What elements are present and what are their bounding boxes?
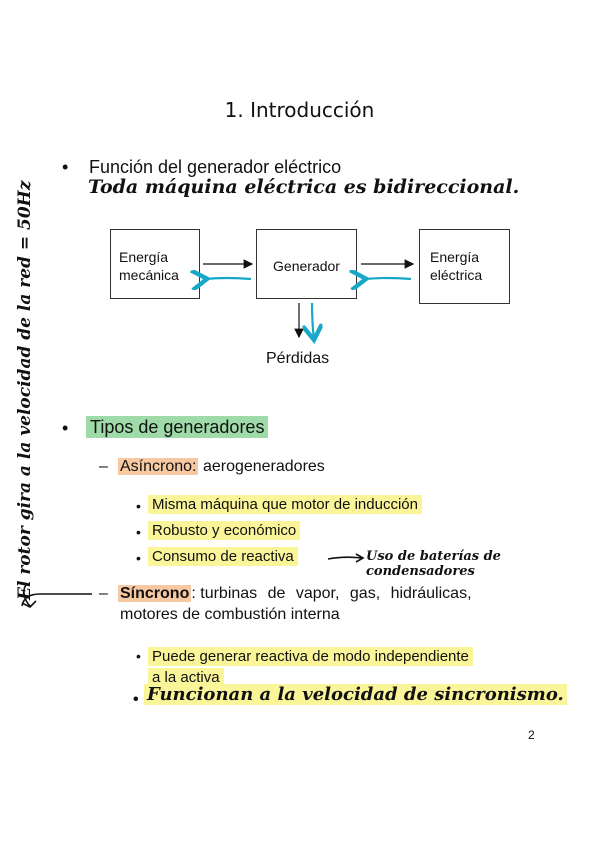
bullet-1-glyph: • — [62, 157, 69, 177]
section2-heading: Tipos de generadores — [86, 416, 269, 438]
section1-heading: Función del generador eléctrico — [89, 157, 342, 177]
sync-dash: – — [99, 585, 108, 602]
sync-text-line1: turbinas de vapor, gas, hidráulicas, — [200, 585, 472, 602]
async-item-2: Robusto y económico — [148, 521, 301, 540]
sync-item-1-bullet: • — [136, 648, 141, 664]
sync-colon: : — [191, 585, 196, 602]
margin-bracket-icon — [23, 584, 31, 607]
async-item-3-wrap: Consumo de reactiva — [148, 547, 298, 566]
async-item-2-wrap: Robusto y económico — [148, 521, 301, 540]
async-dash: – — [99, 458, 108, 475]
handnote-arrow-icon — [327, 553, 365, 563]
losses-label: Pérdidas — [266, 350, 330, 367]
box-electrical-line2: eléctrica — [430, 267, 483, 283]
async-item-3: Consumo de reactiva — [148, 547, 298, 566]
async-text: aerogeneradores — [202, 458, 325, 475]
async-item-1-bullet: • — [136, 498, 141, 514]
sync-bracket-icon — [21, 593, 92, 607]
diagram-arrows — [0, 259, 415, 420]
diagram-box-generator: Generador — [256, 229, 357, 299]
async-item-1: Misma máquina que motor de inducción — [148, 495, 422, 514]
margin-note-graphic: El rotor gira a la velocidad de la red =… — [15, 180, 37, 608]
arrow-gen-to-mech-cyan-icon — [205, 278, 252, 279]
page-number: 2 — [528, 728, 535, 742]
async-item-2-bullet: • — [136, 524, 141, 540]
margin-note: El rotor gira a la velocidad de la red =… — [15, 180, 35, 601]
box-generator-label: Generador — [273, 258, 340, 274]
arrow-losses-cyan-icon — [312, 302, 314, 340]
async-item-1-wrap: Misma máquina que motor de inducción — [148, 495, 422, 514]
margin-arrow-icon — [21, 600, 37, 608]
sync-item-1-line1: Puede generar reactiva de modo independi… — [148, 647, 473, 666]
diagram-box-electrical: Energía eléctrica — [419, 229, 510, 304]
async-line: Asíncrono: aerogeneradores — [118, 458, 325, 476]
diagram-box-mechanical: Energía mecánica — [110, 229, 200, 299]
box-mechanical-line2: mecánica — [119, 267, 179, 283]
page-title: 1. Introducción — [224, 98, 375, 122]
section1-handnote: Toda máquina eléctrica es bidireccional. — [88, 176, 520, 198]
async-item-3-bullet: • — [136, 550, 141, 566]
sync-label: Síncrono — [118, 585, 192, 602]
sync-item-1-wrap: Puede generar reactiva de modo independi… — [148, 646, 473, 688]
sync-text-line2: motores de combustión interna — [120, 606, 340, 623]
async-handnote: Uso de baterías de condensadores — [366, 549, 501, 579]
box-mechanical-line1: Energía — [119, 249, 169, 265]
sync-line1: Síncrono: turbinas de vapor, gas, hidráu… — [118, 585, 538, 603]
section2-heading-wrap: Tipos de generadores — [86, 416, 269, 438]
box-electrical-line1: Energía — [430, 249, 480, 265]
arrow-elec-to-gen-cyan-icon — [364, 278, 412, 279]
sync-handnote-item: Funcionan a la velocidad de sincronismo. — [144, 684, 567, 705]
bullet-2-glyph: • — [62, 418, 69, 438]
sync-item-2-bullet: • — [133, 691, 139, 708]
sync-item-1-line2: a la activa — [148, 668, 224, 687]
async-label: Asíncrono: — [118, 458, 199, 475]
